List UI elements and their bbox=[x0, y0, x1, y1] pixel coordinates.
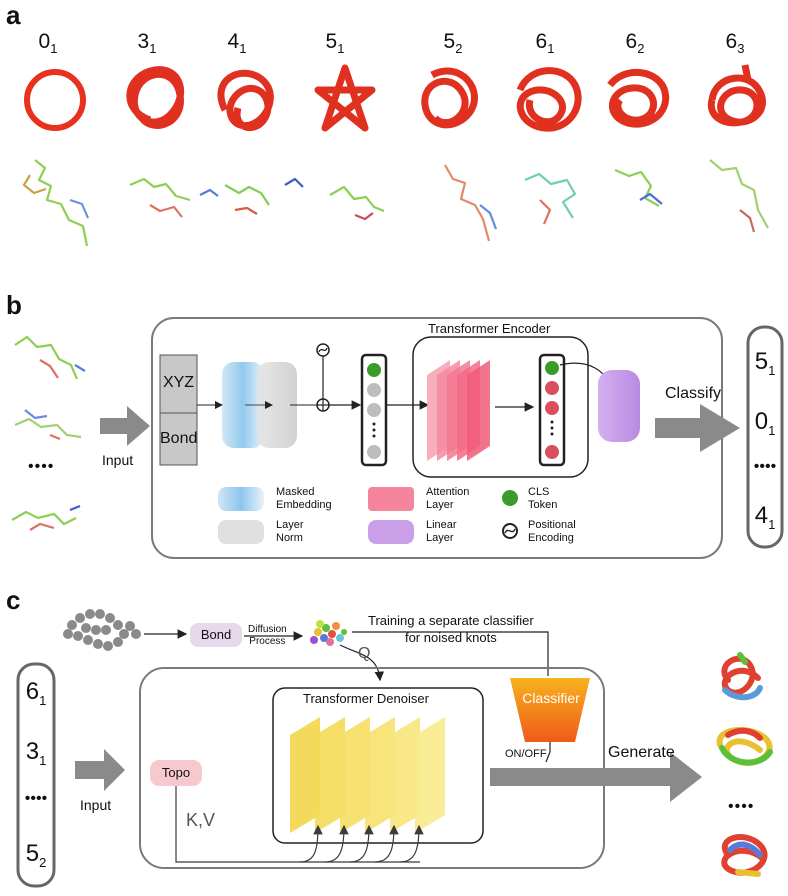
denoiser-layers bbox=[290, 717, 445, 833]
topo-box bbox=[150, 760, 202, 786]
xyz-bond-box bbox=[159, 354, 198, 466]
legend-cls-swatch bbox=[502, 490, 518, 506]
knot-label-6-2: 62 bbox=[625, 30, 645, 57]
knot-label-3-1: 31 bbox=[137, 30, 157, 57]
input-dots: •••• bbox=[24, 790, 48, 807]
output-dots: •••• bbox=[753, 458, 777, 475]
legend-linear-label: Linear Layer bbox=[426, 519, 457, 544]
noised-knot-blob bbox=[310, 620, 347, 646]
legend-positional-label: Positional Encoding bbox=[528, 519, 576, 544]
output-dots-c: •••• bbox=[728, 798, 755, 815]
diffusion-process-label: Diffusion Process bbox=[248, 624, 287, 647]
bond-label-c: Bond bbox=[200, 627, 232, 642]
output-0-1: 01 bbox=[754, 408, 776, 438]
panel-b-input-label: Input bbox=[102, 452, 134, 468]
knot-tube-5-2 bbox=[421, 67, 478, 129]
input-5-2: 52 bbox=[25, 840, 47, 870]
transformer-encoder-title: Transformer Encoder bbox=[428, 321, 551, 336]
generate-arrow bbox=[490, 752, 702, 802]
panel-c-input-box bbox=[16, 662, 56, 888]
classify-label: Classify bbox=[665, 385, 722, 402]
training-classifier-label: Training a separate classifier for noise… bbox=[368, 613, 534, 645]
masked-embedding-shape bbox=[222, 362, 264, 448]
legend-positional-swatch bbox=[502, 523, 518, 539]
transformer-denoiser-box bbox=[272, 687, 484, 844]
knot-tube-6-2 bbox=[607, 68, 670, 128]
legend-layer-norm-label: Layer Norm bbox=[276, 519, 304, 544]
knot-label-4-1: 41 bbox=[227, 30, 247, 57]
knot-tube-0-1 bbox=[24, 69, 86, 131]
legend-attention-swatch bbox=[368, 487, 414, 511]
panel-b-input-chains bbox=[11, 335, 86, 531]
legend-masked-embedding-swatch bbox=[218, 487, 264, 511]
transformer-denoiser-title: Transformer Denoiser bbox=[303, 691, 429, 706]
knot-tube-6-1 bbox=[516, 67, 582, 132]
knot-label-5-1: 51 bbox=[325, 30, 345, 57]
gray-bead-knot bbox=[63, 609, 141, 651]
transformer-encoder-box bbox=[412, 336, 589, 478]
knot-tube-5-1 bbox=[314, 64, 376, 132]
classifier-shape bbox=[510, 678, 590, 742]
onoff-label: ON/OFF bbox=[505, 748, 547, 760]
legend-linear-swatch bbox=[368, 520, 414, 544]
kv-label: K,V bbox=[186, 810, 216, 830]
topo-label: Topo bbox=[161, 765, 191, 780]
panel-b-letter: b bbox=[6, 290, 22, 320]
generate-label: Generate bbox=[608, 744, 675, 761]
legend-masked-embedding-label: Masked Embedding bbox=[276, 486, 332, 511]
knot-tube-4-1 bbox=[217, 69, 274, 131]
generated-knots bbox=[716, 652, 773, 877]
linear-layer-shape bbox=[598, 370, 640, 442]
output-4-1: 41 bbox=[754, 502, 776, 532]
output-5-1: 51 bbox=[754, 348, 776, 378]
panel-b-input-dots: •••• bbox=[28, 458, 55, 475]
panel-a-letter: a bbox=[6, 0, 21, 30]
input-6-1: 61 bbox=[25, 678, 47, 708]
input-3-1: 31 bbox=[25, 738, 47, 768]
xyz-label: XYZ bbox=[162, 374, 195, 391]
layer-norm-shape bbox=[257, 362, 297, 448]
panel-c-input-label: Input bbox=[80, 797, 112, 813]
classifier-label: Classifier bbox=[522, 690, 580, 706]
q-label: Q bbox=[358, 645, 371, 662]
knot-tube-3-1 bbox=[126, 66, 185, 129]
knot-label-6-3: 63 bbox=[725, 30, 745, 57]
knot-label-6-1: 61 bbox=[535, 30, 555, 57]
legend-cls-label: CLS Token bbox=[528, 486, 558, 511]
legend-attention-label: Attention Layer bbox=[426, 486, 470, 511]
panel-c-letter: c bbox=[6, 585, 21, 615]
input-arrow-c bbox=[75, 749, 125, 791]
knot-label-0-1: 01 bbox=[38, 30, 58, 57]
input-arrow-b bbox=[100, 406, 150, 446]
attention-layers bbox=[427, 360, 490, 461]
legend-layer-norm-swatch bbox=[218, 520, 264, 544]
panel-b-output-box bbox=[746, 325, 784, 549]
knot-tube-6-3 bbox=[707, 64, 766, 127]
bond-box-c bbox=[190, 623, 242, 647]
classify-arrow bbox=[655, 404, 740, 452]
bond-label: Bond bbox=[160, 430, 198, 447]
knot-label-5-2: 52 bbox=[443, 30, 463, 57]
random-chains-row bbox=[22, 159, 769, 247]
